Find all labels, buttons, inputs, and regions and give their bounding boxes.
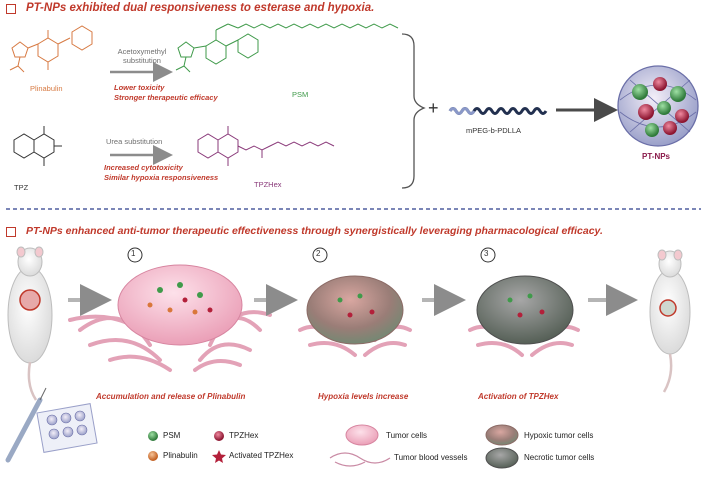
bracket <box>401 33 426 189</box>
urea-label: Urea substitution <box>106 137 163 146</box>
section-marker-top <box>6 4 16 14</box>
psm-label: PSM <box>292 90 309 99</box>
step1-number: 1 <box>131 249 136 258</box>
pt-nps-nanoparticle <box>617 65 699 147</box>
tumor-step3 <box>468 275 580 357</box>
legend-plinabulin: Plinabulin <box>163 451 198 460</box>
psm-structure <box>175 23 399 73</box>
step3-number: 3 <box>484 249 489 258</box>
legend-psm-icon <box>148 431 158 441</box>
legend-necrotic-icon <box>485 447 519 469</box>
legend-activated-tpzhex-icon <box>212 450 226 463</box>
mouse-left <box>7 246 53 401</box>
syringe-icon <box>5 387 47 463</box>
step3-caption: Activation of TPZHex <box>478 392 559 401</box>
tpz-label: TPZ <box>14 183 29 192</box>
step3-circle <box>480 247 496 263</box>
legend-blood-vessels-icon <box>329 452 391 467</box>
step1-circle <box>127 247 143 263</box>
plus-sign: + <box>428 98 439 118</box>
legend-tumor-cells-icon <box>345 424 379 446</box>
legend-tpzhex-icon <box>214 431 224 441</box>
injected-nanoparticles <box>36 403 98 453</box>
top-section-title: PT-NPs exhibited dual responsiveness to … <box>26 2 375 14</box>
legend-tumor-cells: Tumor cells <box>386 431 428 440</box>
legend-hypoxic-tumor-cells: Hypoxic tumor cells <box>524 431 594 440</box>
step2-caption: Hypoxia levels increase <box>318 392 409 401</box>
section-marker-bottom <box>6 227 16 237</box>
plinabulin-label: Plinabulin <box>30 84 63 93</box>
legend-tumor-blood-vessels: Tumor blood vessels <box>394 453 468 462</box>
bottom-section-title: PT-NPs enhanced anti-tumor therapeutic e… <box>26 225 603 237</box>
plinabulin-structure <box>9 25 93 73</box>
legend-tpzhex: TPZHex <box>229 431 259 440</box>
legend-plinabulin-icon <box>148 451 158 461</box>
legend-activated-tpzhex: Activated TPZHex <box>229 451 294 460</box>
tpzhex-label: TPZHex <box>254 180 282 189</box>
tpzhex-structure <box>197 126 335 166</box>
tumor-step2 <box>298 275 412 357</box>
tpz-structure <box>13 126 62 166</box>
step1-caption: Accumulation and release of Plinabulin <box>96 392 246 401</box>
pt-nps-label: PT-NPs <box>642 152 671 161</box>
polymer-label: mPEG-b-PDLLA <box>466 126 522 135</box>
legend-hypoxic-icon <box>485 424 519 446</box>
step2-number: 2 <box>316 249 321 258</box>
legend-psm: PSM <box>163 431 181 440</box>
mouse-right <box>649 249 691 393</box>
legend-necrotic-tumor-cells: Necrotic tumor cells <box>524 453 595 462</box>
legend-icons <box>148 424 519 469</box>
step2-circle <box>312 247 328 263</box>
tumor-step1 <box>68 264 272 372</box>
